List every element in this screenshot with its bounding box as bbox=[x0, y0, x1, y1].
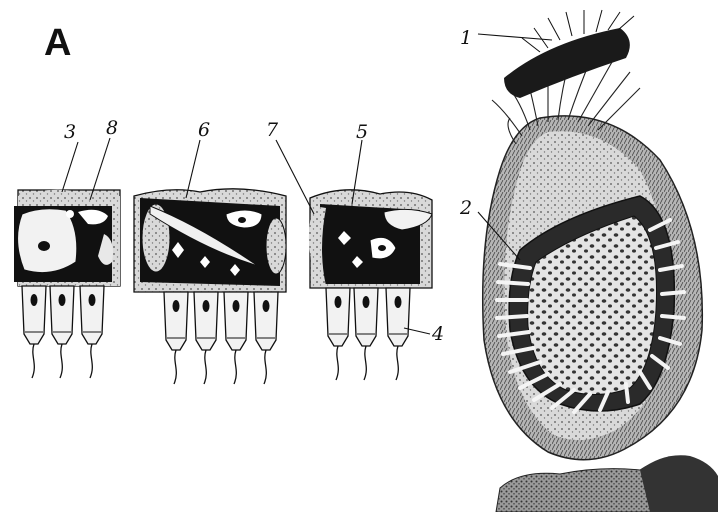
cell-block-2 bbox=[134, 189, 286, 384]
callout-8: 8 bbox=[106, 117, 118, 139]
callout-4: 4 bbox=[431, 323, 444, 345]
cell-block-3 bbox=[309, 190, 432, 380]
callout-7: 7 bbox=[266, 119, 279, 141]
callout-5: 5 bbox=[356, 121, 368, 143]
panel-label: A bbox=[44, 22, 71, 65]
callout-3: 3 bbox=[64, 121, 76, 143]
callout-6: 6 bbox=[198, 119, 210, 141]
callout-1: 1 bbox=[460, 27, 472, 49]
organism-body bbox=[483, 10, 718, 512]
cell-block-1 bbox=[14, 190, 120, 378]
callout-2: 2 bbox=[459, 197, 472, 219]
